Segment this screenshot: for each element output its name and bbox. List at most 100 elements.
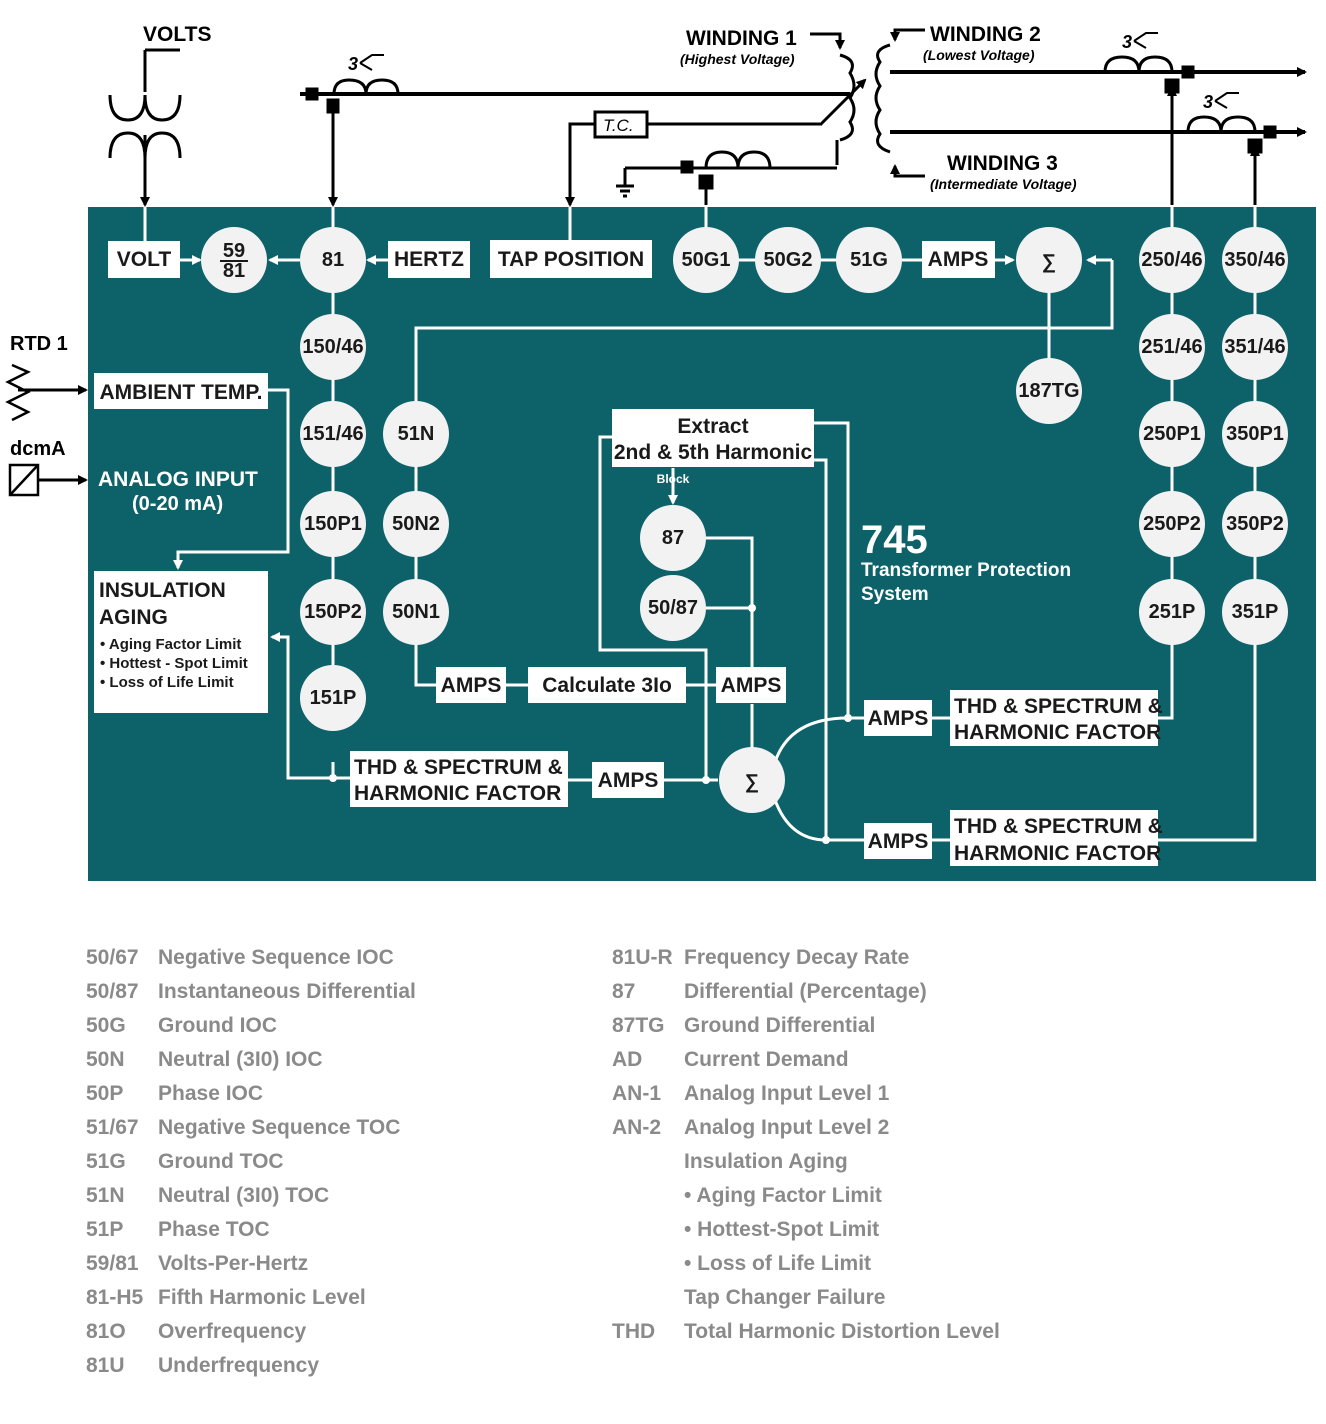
legend-code: 50P	[86, 1082, 124, 1105]
legend-description: Ground Differential	[684, 1014, 876, 1037]
legend-description: Total Harmonic Distortion Level	[684, 1320, 1000, 1343]
element-87: 87	[640, 505, 706, 571]
svg-text:150/46: 150/46	[302, 336, 363, 358]
svg-text:351P: 351P	[1232, 601, 1279, 623]
element-151p: 151P	[300, 665, 366, 731]
element-50-87: 50/87	[640, 575, 706, 641]
element-250p2: 250P2	[1139, 491, 1205, 557]
insulation-item: • Loss of Life Limit	[100, 674, 234, 691]
svg-text:351/46: 351/46	[1224, 336, 1285, 358]
svg-text:50N1: 50N1	[392, 601, 440, 623]
element-50n2: 50N2	[383, 491, 449, 557]
legend-description: Neutral (3I0) IOC	[158, 1048, 323, 1071]
svg-text:250P1: 250P1	[1143, 423, 1201, 445]
svg-text:250/46: 250/46	[1141, 249, 1202, 271]
svg-text:51N: 51N	[398, 423, 435, 445]
svg-text:151/46: 151/46	[302, 423, 363, 445]
legend-description: Frequency Decay Rate	[684, 946, 910, 969]
thd-line2: HARMONIC FACTOR	[354, 782, 561, 805]
svg-text:81: 81	[322, 249, 344, 271]
rtd-label: RTD 1	[10, 333, 68, 355]
svg-text:50G1: 50G1	[682, 249, 731, 271]
thd-line2: HARMONIC FACTOR	[954, 842, 1161, 865]
volt-box: VOLT	[117, 248, 172, 271]
junction-dots	[329, 604, 852, 844]
legend-code: 81U	[86, 1354, 125, 1377]
element-50g2: 50G2	[755, 227, 821, 293]
legend-description: Fifth Harmonic Level	[158, 1286, 366, 1309]
svg-text:∑: ∑	[745, 771, 759, 793]
legend-description: Underfrequency	[158, 1354, 320, 1377]
legend-description: Volts-Per-Hertz	[158, 1252, 309, 1275]
amps-box: AMPS	[868, 830, 929, 853]
tap-changer-label: T.C.	[603, 116, 634, 135]
legend-description: Overfrequency	[158, 1320, 307, 1343]
svg-text:350P2: 350P2	[1226, 513, 1284, 535]
svg-text:81: 81	[223, 260, 245, 282]
svg-text:350P1: 350P1	[1226, 423, 1284, 445]
svg-text:59: 59	[223, 240, 245, 262]
extract-line1: Extract	[677, 415, 748, 438]
element-250p1: 250P1	[1139, 401, 1205, 467]
element-50g1: 50G1	[673, 227, 739, 293]
thd-line1: THD & SPECTRUM &	[954, 815, 1163, 838]
amps-box: AMPS	[721, 674, 782, 697]
legend-code: 51G	[86, 1150, 126, 1173]
sigma-summer: ∑	[719, 747, 785, 813]
svg-text:150P1: 150P1	[304, 513, 362, 535]
ct-winding1	[332, 78, 400, 95]
legend-code: 81O	[86, 1320, 126, 1343]
svg-text:∑: ∑	[1042, 251, 1056, 273]
analog-input-range: (0-20 mA)	[132, 493, 223, 515]
insulation-item: • Hottest - Spot Limit	[100, 655, 248, 672]
tap-position-box: TAP POSITION	[498, 248, 644, 271]
legend-code: 87TG	[612, 1014, 665, 1037]
element-187tg: 187TG	[1016, 358, 1082, 424]
volts-label: VOLTS	[143, 23, 211, 46]
thd-line1: THD & SPECTRUM &	[954, 695, 1163, 718]
element-150-46: 150/46	[300, 314, 366, 380]
legend-code: 50/87	[86, 980, 139, 1003]
ct-mark: 3	[348, 54, 358, 74]
legend-description: Phase TOC	[158, 1218, 270, 1241]
svg-text:350/46: 350/46	[1224, 249, 1285, 271]
dcma-label: dcmA	[10, 438, 66, 460]
svg-text:187TG: 187TG	[1018, 380, 1079, 402]
svg-text:50G2: 50G2	[764, 249, 813, 271]
legend-code: 59/81	[86, 1252, 139, 1275]
calculate-3io-box: Calculate 3Io	[542, 674, 672, 697]
element-51g: 51G	[836, 227, 902, 293]
legend-description: • Loss of Life Limit	[684, 1252, 872, 1275]
legend-description: Differential (Percentage)	[684, 980, 927, 1003]
product-number: 745	[861, 518, 928, 562]
element-51n: 51N	[383, 401, 449, 467]
element-59-81: 59 81	[201, 227, 267, 293]
legend-description: Analog Input Level 2	[684, 1116, 890, 1139]
svg-text:151P: 151P	[310, 687, 357, 709]
amps-box: AMPS	[441, 674, 502, 697]
legend-description: Negative Sequence TOC	[158, 1116, 401, 1139]
thd-line1: THD & SPECTRUM &	[354, 756, 563, 779]
legend-description: Analog Input Level 1	[684, 1082, 890, 1105]
legend-description: Negative Sequence IOC	[158, 946, 394, 969]
legend-code: 81U-R	[612, 946, 673, 969]
element-351-46: 351/46	[1222, 314, 1288, 380]
element-350p1: 350P1	[1222, 401, 1288, 467]
thd-line2: HARMONIC FACTOR	[954, 721, 1161, 744]
legend-code: AN-1	[612, 1082, 662, 1105]
legend-description: • Hottest-Spot Limit	[684, 1218, 880, 1241]
protection-diagram: 3 3 3 VOLTS WINDING 1 (Highest Voltage) …	[5, 23, 1316, 881]
ct-mark: 3	[1203, 92, 1213, 112]
legend-code: 50/67	[86, 946, 139, 969]
amps-box: AMPS	[598, 769, 659, 792]
element-151-46: 151/46	[300, 401, 366, 467]
vt-top-coil	[108, 94, 182, 122]
legend-code: 51N	[86, 1184, 125, 1207]
element-251p: 251P	[1139, 579, 1205, 645]
winding1-label: WINDING 1	[686, 27, 797, 50]
legend-description: • Aging Factor Limit	[684, 1184, 882, 1207]
svg-text:50N2: 50N2	[392, 513, 440, 535]
legend-code: AN-2	[612, 1116, 662, 1139]
legend-description: Tap Changer Failure	[684, 1286, 886, 1309]
